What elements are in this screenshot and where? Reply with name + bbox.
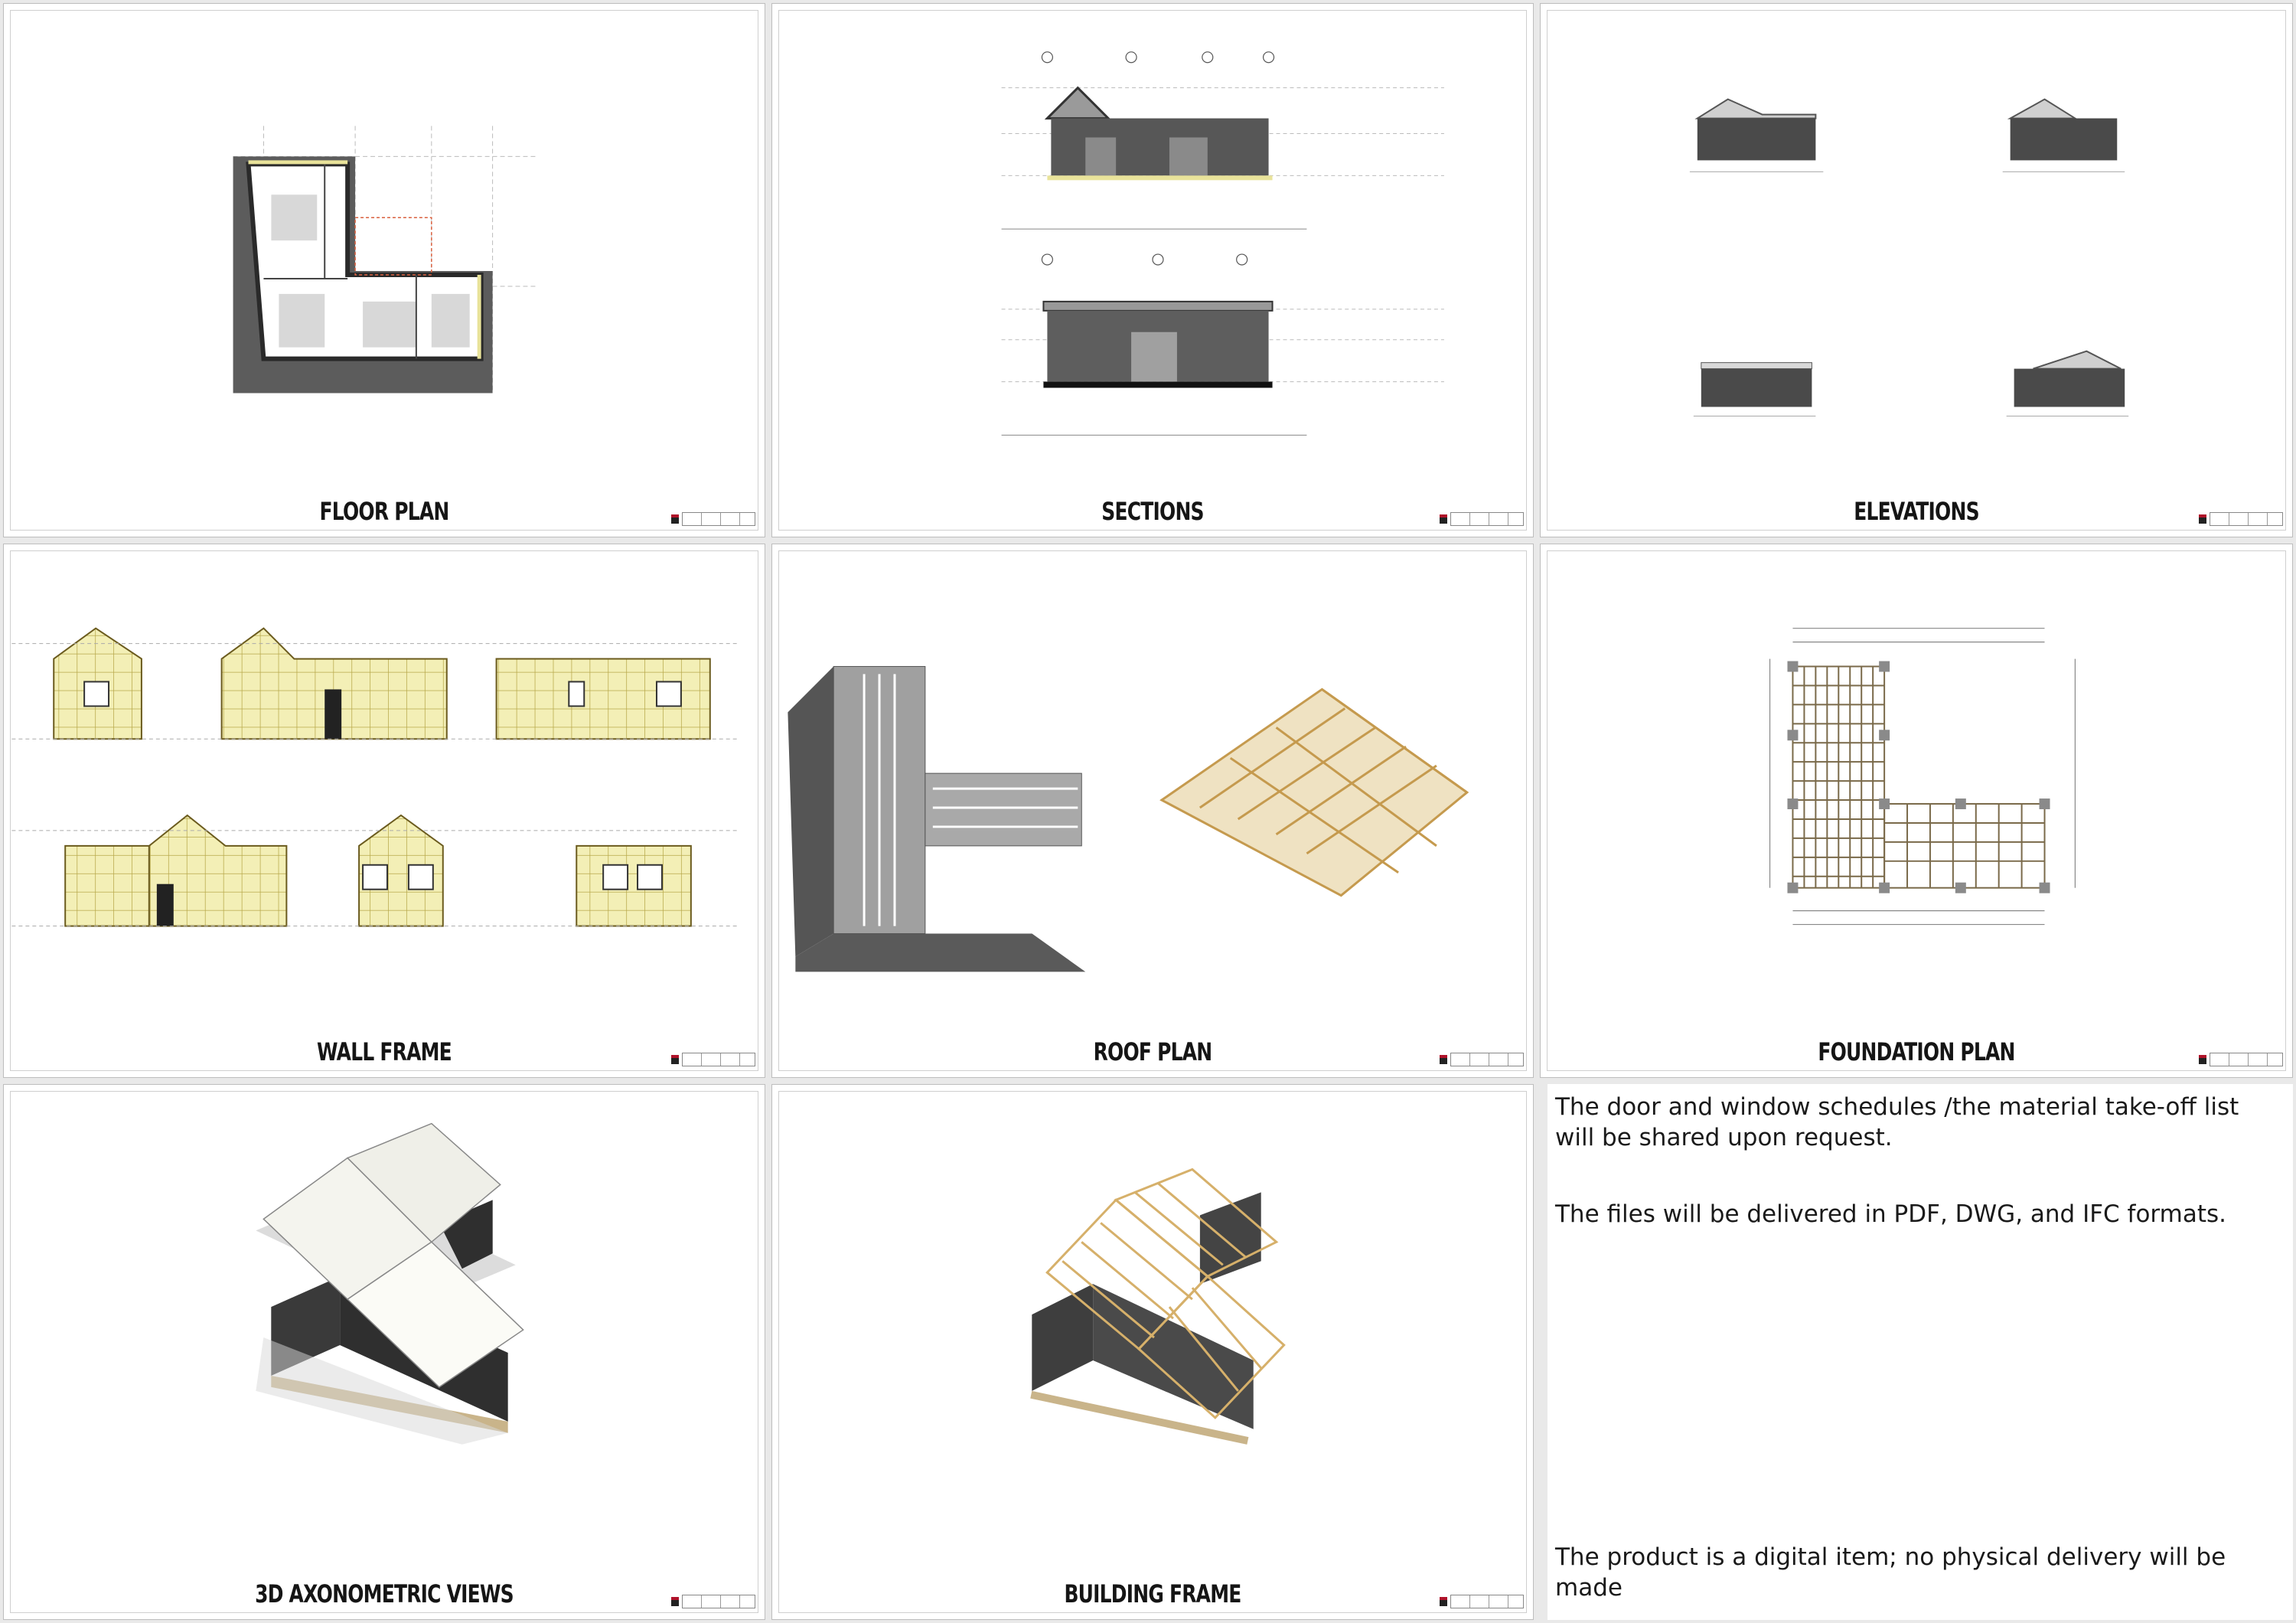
axonometric-sheet[interactable]: 3D AXONOMETRIC VIEWS <box>3 1084 765 1620</box>
floor-plan-sheet[interactable]: FLOOR PLAN <box>3 3 765 537</box>
logo-icon <box>1440 514 1447 524</box>
axonometric-drawing <box>256 1122 524 1445</box>
foundation-plan-sheet[interactable]: FOUNDATION PLAN <box>1540 544 2293 1078</box>
floor-plan-drawing <box>233 126 539 394</box>
title-block <box>2199 1051 2283 1068</box>
title-block <box>1440 1593 1524 1610</box>
title-block <box>2199 511 2283 527</box>
logo-icon <box>671 1055 679 1064</box>
sheet-title: BUILDING FRAME <box>1064 1579 1241 1608</box>
title-block <box>1440 511 1524 527</box>
product-notes: The door and window schedules /the mater… <box>1548 1084 2293 1620</box>
title-block <box>671 511 755 527</box>
logo-icon <box>1440 1597 1447 1606</box>
delivery-note: The product is a digital item; no physic… <box>1555 1543 2226 1602</box>
sheet-border <box>10 1091 758 1613</box>
elevations-sheet[interactable]: ELEVATIONS <box>1540 3 2293 537</box>
sheet-border <box>778 10 1527 531</box>
wall-frame-sheet[interactable]: WALL FRAME <box>3 544 765 1078</box>
logo-icon <box>671 514 679 524</box>
roof-plan-drawing <box>788 666 1469 972</box>
building-frame-drawing <box>1030 1167 1286 1445</box>
sheet-title: ELEVATIONS <box>1854 497 1979 526</box>
sheet-title: 3D AXONOMETRIC VIEWS <box>255 1579 514 1608</box>
wall-frame-drawing <box>11 627 737 927</box>
title-block <box>671 1593 755 1610</box>
sections-drawing <box>1001 51 1444 436</box>
logo-icon <box>671 1597 679 1606</box>
sheet-border <box>10 10 758 531</box>
logo-icon <box>2199 514 2206 524</box>
sheet-border <box>1547 550 2286 1071</box>
schedules-note: The door and window schedules /the mater… <box>1555 1093 2239 1151</box>
sheet-title: FOUNDATION PLAN <box>1818 1037 2015 1066</box>
title-block <box>671 1051 755 1068</box>
logo-icon <box>2199 1055 2206 1064</box>
roof-plan-sheet[interactable]: ROOF PLAN <box>771 544 1534 1078</box>
sheet-title: WALL FRAME <box>317 1037 452 1066</box>
sheet-title: FLOOR PLAN <box>319 497 449 526</box>
sheet-title: ROOF PLAN <box>1093 1037 1213 1066</box>
foundation-plan-drawing <box>1769 628 2076 926</box>
elevations-drawing <box>1689 98 2129 416</box>
formats-note: The files will be delivered in PDF, DWG,… <box>1555 1200 2226 1228</box>
sheet-border <box>1547 10 2286 531</box>
logo-icon <box>1440 1055 1447 1064</box>
sheet-border <box>778 550 1527 1071</box>
sheet-border <box>778 1091 1527 1613</box>
building-frame-sheet[interactable]: BUILDING FRAME <box>771 1084 1534 1620</box>
sheet-border <box>10 550 758 1071</box>
sections-sheet[interactable]: SECTIONS <box>771 3 1534 537</box>
title-block <box>1440 1051 1524 1068</box>
sheet-title: SECTIONS <box>1101 497 1204 526</box>
